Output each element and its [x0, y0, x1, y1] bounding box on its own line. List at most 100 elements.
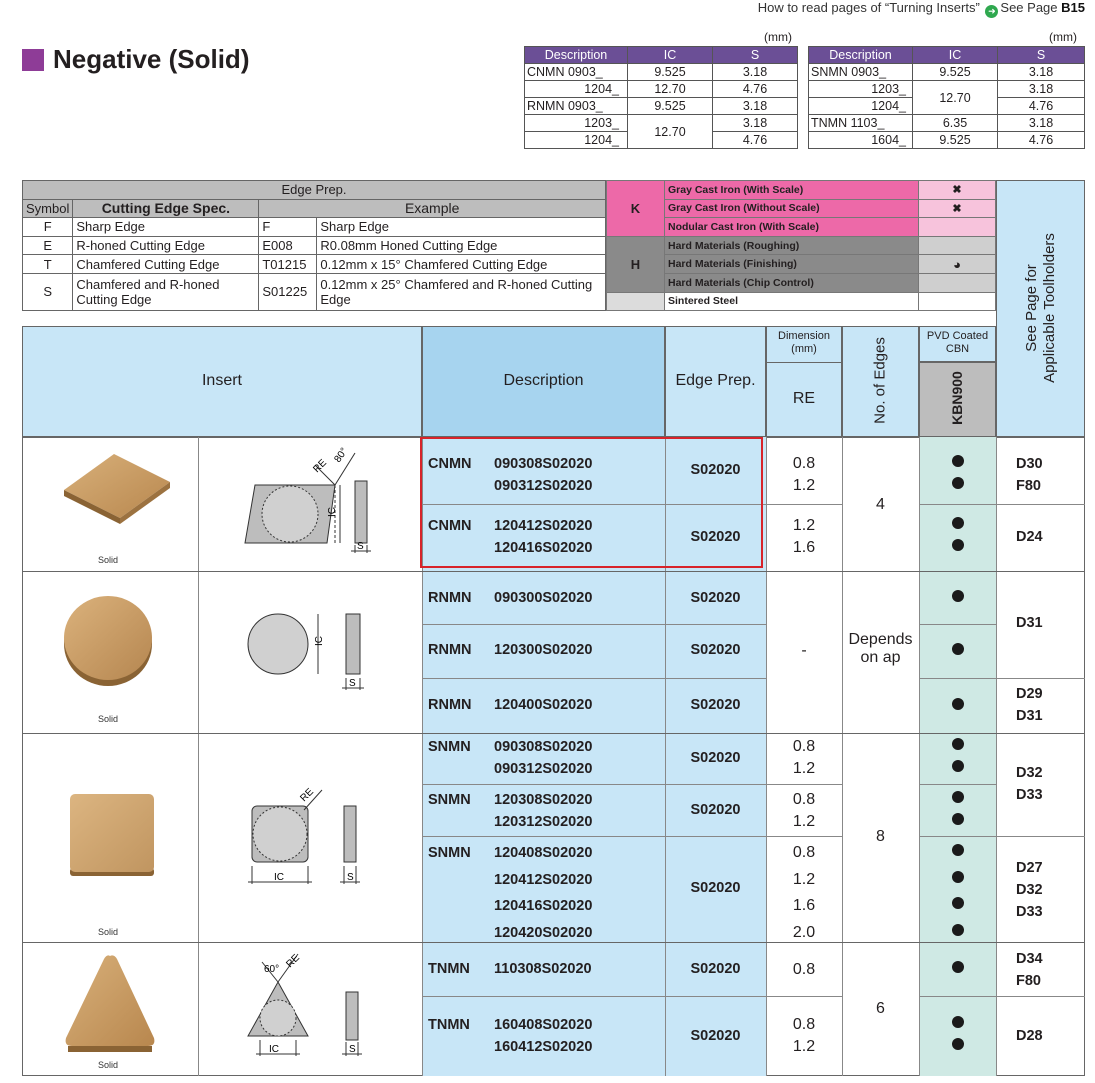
- product-code[interactable]: 090300S02020: [494, 590, 593, 606]
- col-s: S: [997, 46, 1085, 64]
- available-dot-icon: [951, 590, 964, 602]
- see-page-link[interactable]: B15: [1061, 0, 1085, 15]
- available-dot-icon: [951, 539, 964, 551]
- col-description: Description: [808, 46, 913, 64]
- product-code[interactable]: 120300S02020: [494, 642, 593, 658]
- edge-spec: Chamfered Cutting Edge: [72, 254, 260, 274]
- edge-example: 0.12mm x 15° Chamfered Cutting Edge: [316, 254, 606, 274]
- work-material-table: K Gray Cast Iron (With Scale) ✖ Gray Cas…: [606, 180, 996, 312]
- page-link[interactable]: D29: [1016, 686, 1043, 702]
- ic-label: IC: [274, 872, 284, 883]
- product-code[interactable]: 120416S02020: [494, 540, 593, 556]
- page-link[interactable]: D34: [1016, 951, 1043, 967]
- material-mark: [918, 235, 996, 256]
- available-dot-icon: [951, 643, 964, 655]
- toolholder-pages[interactable]: D31: [1016, 615, 1043, 631]
- edge-code: S01225: [258, 272, 318, 311]
- product-code[interactable]: 120400S02020: [494, 697, 593, 713]
- page-link[interactable]: D33: [1016, 904, 1043, 920]
- page-link[interactable]: D31: [1016, 708, 1043, 724]
- code-prefix: RNMN: [428, 642, 472, 658]
- page-link[interactable]: D32: [1016, 765, 1043, 781]
- page-link[interactable]: D32: [1016, 882, 1043, 898]
- dim-s: 3.18: [712, 114, 798, 132]
- page-link[interactable]: D30: [1016, 456, 1043, 472]
- availability-dots: [919, 839, 996, 945]
- highlight-box: [420, 437, 763, 568]
- edge-prep-value: S02020: [690, 880, 741, 896]
- col-spec: Cutting Edge Spec.: [72, 198, 260, 219]
- mark-half-circle-icon: ◕: [918, 254, 996, 274]
- dimension-label: Dimension: [778, 330, 830, 342]
- edge-prep-value: S02020: [690, 590, 741, 606]
- edge-code: T01215: [258, 254, 318, 274]
- section-marker-icon: [22, 49, 44, 71]
- product-code[interactable]: 120312S02020: [494, 814, 593, 830]
- mark-cross-icon: ✖: [918, 198, 996, 219]
- edge-count: 8: [876, 828, 885, 845]
- group-k: K: [606, 180, 665, 237]
- page-link[interactable]: D33: [1016, 787, 1043, 803]
- product-code[interactable]: 120308S02020: [494, 792, 593, 808]
- s-label: S: [347, 872, 354, 883]
- product-code[interactable]: 120408S02020: [494, 845, 593, 861]
- product-code[interactable]: 120416S02020: [494, 898, 593, 914]
- page-link[interactable]: F80: [1016, 478, 1041, 494]
- availability-dots: [919, 735, 996, 779]
- description-header-label: Description: [503, 372, 584, 389]
- arrow-right-icon: ➜: [985, 5, 999, 18]
- product-code[interactable]: 090308S02020: [494, 456, 593, 472]
- availability-dots: [919, 1013, 996, 1057]
- page-link[interactable]: D27: [1016, 860, 1043, 876]
- product-code[interactable]: 090308S02020: [494, 739, 593, 755]
- toolholder-pages[interactable]: D28: [1016, 1028, 1043, 1044]
- product-code[interactable]: 120412S02020: [494, 518, 593, 534]
- product-code[interactable]: 090312S02020: [494, 478, 593, 494]
- re-value: 0.8: [792, 961, 816, 978]
- dim-ic: 9.525: [912, 63, 998, 81]
- edge-prep-value: S02020: [690, 697, 741, 713]
- edge-code: F: [258, 217, 318, 237]
- dim-desc: RNMN 0903_: [524, 97, 628, 115]
- product-code[interactable]: 120420S02020: [494, 924, 593, 941]
- insert-header: [22, 326, 422, 437]
- re-label: RE: [311, 457, 329, 475]
- edges-header-label: No. of Edges: [871, 337, 889, 424]
- dim-s: 3.18: [712, 97, 798, 115]
- code-prefix: TNMN: [428, 961, 470, 977]
- product-code[interactable]: 120412S02020: [494, 871, 593, 888]
- edgeprep-header: [665, 326, 766, 437]
- page-link[interactable]: F80: [1016, 973, 1041, 989]
- page-title-text: Negative (Solid): [53, 44, 250, 74]
- re-value: 1.2: [792, 813, 816, 830]
- drawing-cnmn: RE 80° IC S: [244, 446, 371, 553]
- toolholder-pages[interactable]: D24: [1016, 529, 1043, 545]
- material-label: Gray Cast Iron (Without Scale): [664, 198, 919, 219]
- available-dot-icon: [951, 455, 964, 467]
- availability-dots: [919, 589, 996, 607]
- product-code[interactable]: 090312S02020: [494, 761, 593, 777]
- page-title: Negative (Solid): [22, 44, 249, 75]
- edge-count: 4: [876, 496, 885, 513]
- available-dot-icon: [951, 477, 964, 489]
- dim-s: 3.18: [997, 114, 1085, 132]
- material-label: Hard Materials (Roughing): [664, 235, 919, 256]
- grade-header-label: KBN900: [949, 371, 965, 425]
- product-code[interactable]: 160412S02020: [494, 1039, 593, 1055]
- insert-header-label: Insert: [201, 372, 242, 389]
- insert-rnmn-image: [64, 596, 152, 686]
- edge-spec: Chamfered and R-honed Cutting Edge: [72, 272, 260, 311]
- code-prefix: CNMN: [428, 456, 472, 472]
- pvd-header: [919, 326, 996, 362]
- description-header: [422, 326, 665, 437]
- product-code[interactable]: 160408S02020: [494, 1017, 593, 1033]
- available-dot-icon: [951, 791, 964, 803]
- product-code[interactable]: 110308S02020: [494, 961, 592, 977]
